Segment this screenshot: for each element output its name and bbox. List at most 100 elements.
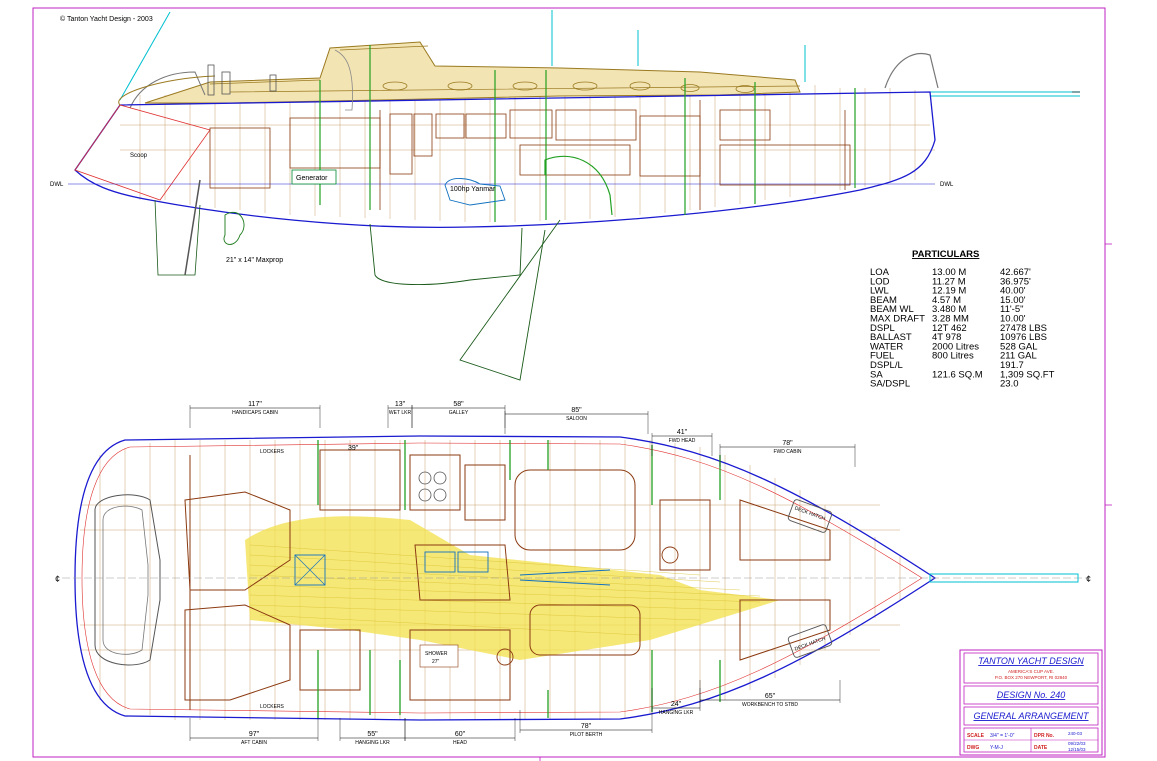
company-address-1: AMERICA'S CUP AVE. — [1008, 669, 1054, 674]
particulars-name: WATER — [870, 341, 903, 352]
design-number: DESIGN No. 240 — [997, 690, 1066, 700]
dimension-label: GALLEY — [449, 410, 469, 416]
dimension-label: PILOT BERTH — [570, 732, 603, 738]
deck-hatch-top — [787, 499, 833, 533]
saloon-table-leaves — [519, 569, 611, 586]
rudder-outline — [154, 199, 201, 276]
scoop-label: Scoop — [130, 153, 148, 159]
portlights — [382, 81, 755, 93]
dimension-label: FWD HEAD — [669, 438, 696, 444]
shower-label: SHOWER — [425, 651, 448, 657]
bow-pulpit — [884, 53, 939, 89]
particulars-name: DSPL/L — [870, 360, 903, 371]
copyright-note: © Tanton Yacht Design - 2003 — [60, 15, 153, 23]
particulars-name: LOD — [870, 276, 890, 287]
particulars-metric: 12.19 M — [932, 286, 966, 297]
centerline-right-mark: ¢ — [1086, 574, 1091, 584]
drawing-title: GENERAL ARRANGEMENT — [973, 711, 1090, 721]
particulars-imperial: 27478 LBS — [1000, 323, 1047, 334]
particulars-imperial: 528 GAL — [1000, 341, 1038, 352]
dimension-label: HANDICAPS CABIN — [232, 410, 278, 416]
particulars-imperial: 15.00' — [1000, 295, 1026, 306]
scale-label: SCALE — [967, 733, 985, 739]
dimension-value: 13" — [395, 401, 406, 408]
dimension-value: 78" — [782, 440, 793, 447]
dimension-value: 58" — [453, 401, 464, 408]
dimension-value: 60" — [455, 731, 466, 738]
dimension-label: SALOON — [566, 416, 587, 422]
cabin-superstructure — [144, 41, 801, 104]
dimension-value: 97" — [249, 731, 260, 738]
particulars-imperial: 10976 LBS — [1000, 332, 1047, 343]
title-block: TANTON YACHT DESIGN AMERICA'S CUP AVE. P… — [959, 649, 1103, 756]
profile-interior — [209, 100, 851, 210]
particulars-metric: 4T 978 — [932, 332, 961, 343]
lockers-top-label: LOCKERS — [260, 449, 285, 455]
engine-label: 100hp Yanmar — [450, 186, 496, 193]
dimension-label: HEAD — [453, 740, 467, 746]
berth-width-label: 39" — [348, 445, 359, 452]
company-name: TANTON YACHT DESIGN — [978, 656, 1084, 666]
keel-outline — [369, 223, 523, 286]
particulars-name: SA/DSPL — [870, 379, 910, 390]
plan-interior — [184, 449, 831, 710]
sheet-border — [32, 7, 1106, 758]
dwl-right-label: DWL — [940, 182, 954, 188]
particulars-name: FUEL — [870, 351, 894, 362]
particulars-metric: 3.28 MM — [932, 314, 969, 325]
cabin-sole — [245, 516, 780, 660]
shower-box — [419, 644, 459, 668]
prop-shaft — [184, 179, 201, 276]
dimension-label: WET LKR — [389, 410, 412, 416]
plan-view: DECK HATCH DECK HATCH ¢ ¢ 39" LOCKERS LO… — [55, 401, 1091, 746]
profile-view: Generator 100hp Yanmar 21" x 14" Maxprop… — [50, 10, 1080, 381]
dwg-value: Y-M-J — [990, 745, 1003, 751]
dimension-value: 41" — [677, 429, 688, 436]
particulars-metric: 12T 462 — [932, 323, 967, 334]
shower-size-label: 27" — [432, 659, 440, 665]
prop-label: 21" x 14" Maxprop — [226, 257, 283, 264]
particulars-metric: 2000 Litres — [932, 341, 979, 352]
particulars-name: BEAM — [870, 295, 897, 306]
date-label: DATE — [1034, 745, 1048, 751]
particulars-name: LWL — [870, 286, 889, 297]
dimension-label: AFT CABIN — [241, 740, 267, 746]
generator-box — [291, 169, 337, 185]
galley-sink — [424, 551, 456, 573]
dimension-label: FWD CABIN — [773, 449, 801, 455]
scale-value: 3/4" = 1'-0" — [990, 733, 1015, 739]
particulars-imperial: 11'-5" — [1000, 304, 1024, 315]
date-value-1: 09/22/03 — [1068, 741, 1086, 746]
sole-planking — [249, 544, 761, 636]
particulars-name: LOA — [870, 267, 890, 278]
head-basin — [496, 648, 514, 666]
particulars-imperial: 40.00' — [1000, 286, 1026, 297]
particulars-metric: 800 Litres — [932, 351, 974, 362]
deck-hatch-bottom — [787, 624, 833, 658]
particulars-metric: 3.480 M — [932, 304, 966, 315]
particulars-imperial: 10.00' — [1000, 314, 1026, 325]
exhaust-stack — [207, 64, 215, 96]
particulars-name: SA — [870, 369, 883, 380]
particulars-imperial: 42.667' — [1000, 267, 1031, 278]
particulars-imperial: 23.0 — [1000, 379, 1019, 390]
propeller — [223, 212, 245, 245]
generator-label: Generator — [296, 175, 328, 182]
helmsman-figure — [334, 49, 353, 111]
stove-burner — [418, 488, 432, 502]
particulars-name: MAX DRAFT — [870, 314, 925, 325]
backstay — [119, 11, 171, 101]
dpr-value: 240-03 — [1068, 731, 1083, 736]
particulars-imperial: 1,309 SQ.FT — [1000, 369, 1055, 380]
dimension-label: HANGING LKR — [355, 740, 390, 746]
particulars-heading: PARTICULARS — [912, 249, 979, 260]
dimension-label: WORKBENCH TO STBD — [742, 702, 798, 708]
dimension-value: 78" — [581, 723, 592, 730]
dwl-left-label: DWL — [50, 182, 64, 188]
particulars-imperial: 191.7 — [1000, 360, 1024, 371]
